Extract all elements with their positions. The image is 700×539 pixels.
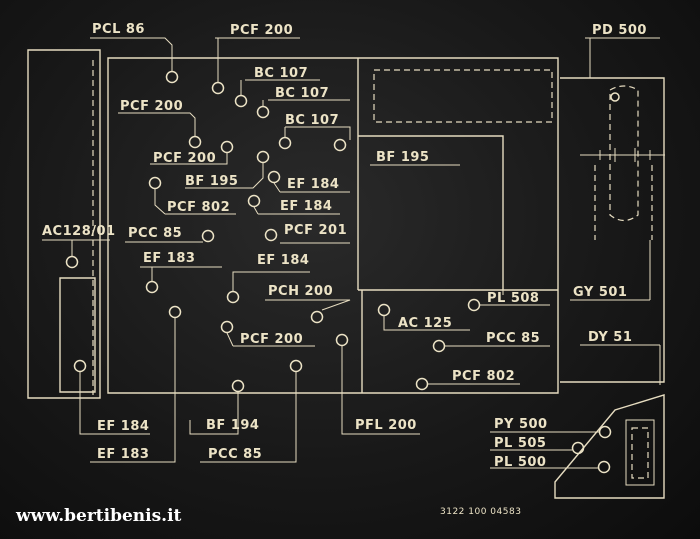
label-pl500: PL 500 (494, 455, 546, 470)
yoke-crossbar-2 (599, 148, 651, 162)
tube-sockets (65, 70, 620, 474)
socket-pcf200-top (211, 81, 225, 95)
label-pcf200-top: PCF 200 (230, 23, 293, 38)
label-pcf200-left: PCF 200 (120, 99, 183, 114)
label-pcf802-right: PCF 802 (452, 369, 515, 384)
website-watermark: www.bertibenis.it (16, 506, 182, 526)
socket-bc107-c (278, 136, 292, 150)
label-py500: PY 500 (494, 417, 548, 432)
label-ef184-b: EF 184 (280, 199, 332, 214)
socket-bc107-a (234, 94, 248, 108)
label-ef184-a: EF 184 (287, 177, 339, 192)
socket-ef183-bottom (168, 305, 182, 319)
tube-labels: PCL 86 PCF 200 PD 500 BC 107 BC 107 BC 1… (42, 22, 647, 517)
label-ac128: AC128/01 (42, 224, 116, 239)
socket-py500 (598, 425, 612, 439)
socket-bc107-b (256, 105, 270, 119)
socket-ef184-c (226, 290, 240, 304)
right-module-outline (560, 77, 665, 383)
label-pcf200-mid: PCF 200 (153, 151, 216, 166)
socket-pfl200 (335, 333, 349, 347)
socket-bc107-right (333, 138, 347, 152)
label-pcl86: PCL 86 (92, 22, 145, 37)
label-bf195-left: BF 195 (185, 174, 238, 189)
label-pfl200: PFL 200 (355, 418, 417, 433)
label-bc107-c: BC 107 (285, 113, 339, 128)
label-pl508: PL 508 (487, 291, 539, 306)
socket-pcf200-left (188, 135, 202, 149)
socket-ef184-b (247, 194, 261, 208)
label-bf195-right: BF 195 (376, 150, 429, 165)
socket-pcf201 (264, 228, 278, 242)
socket-pcf200-mid (220, 140, 234, 154)
socket-pch200 (310, 310, 324, 324)
label-pcc85-right: PCC 85 (486, 331, 540, 346)
label-bc107-a: BC 107 (254, 66, 308, 81)
label-ef184-bottom: EF 184 (97, 419, 149, 434)
label-pcf802-left: PCF 802 (167, 200, 230, 215)
left-lower-rect (59, 277, 96, 393)
label-ac125: AC 125 (398, 316, 452, 331)
dashed-tube-outline (609, 85, 639, 222)
socket-bf194 (231, 379, 245, 393)
flyback-module (554, 394, 665, 499)
flyback-inner-coil (625, 419, 655, 486)
socket-pcf802-right (415, 377, 429, 391)
label-ef184-c: EF 184 (257, 253, 309, 268)
leader-lines (42, 37, 661, 469)
main-board-outline (107, 57, 559, 394)
socket-pcf200-low (220, 320, 234, 334)
socket-pcc85 (201, 229, 215, 243)
socket-pcf802 (148, 176, 162, 190)
socket-ef183 (145, 280, 159, 294)
flyback-dashed-coil (631, 427, 649, 479)
socket-pcc85-right (432, 339, 446, 353)
socket-pl508 (467, 298, 481, 312)
label-pl505: PL 505 (494, 436, 546, 451)
label-pch200: PCH 200 (268, 284, 333, 299)
label-pcf200-low: PCF 200 (240, 332, 303, 347)
dashed-placeholder-box (373, 69, 553, 123)
socket-ef184-a (267, 170, 281, 184)
label-ef183-top: EF 183 (143, 251, 195, 266)
left-module-outline (27, 49, 101, 399)
yoke-dashed-vertical (594, 165, 653, 240)
socket-ac128 (65, 255, 79, 269)
socket-pd500 (610, 92, 620, 102)
label-part-number: 3122 100 04583 (440, 507, 521, 517)
bf195-subbox (358, 135, 504, 290)
label-pd500: PD 500 (592, 23, 647, 38)
label-pcc85-bottom: PCC 85 (208, 447, 262, 462)
label-gy501: GY 501 (573, 285, 627, 300)
socket-pcl86 (165, 70, 179, 84)
label-pcf201: PCF 201 (284, 223, 347, 238)
socket-bf195 (256, 150, 270, 164)
label-bf194: BF 194 (206, 418, 259, 433)
socket-pl500 (597, 460, 611, 474)
label-bc107-b: BC 107 (275, 86, 329, 101)
socket-pl505 (571, 441, 585, 455)
label-pcc85-left: PCC 85 (128, 226, 182, 241)
label-ef183-bottom: EF 183 (97, 447, 149, 462)
label-dy51: DY 51 (588, 330, 632, 345)
socket-ef184-bottom (73, 359, 87, 373)
socket-ac125 (377, 303, 391, 317)
socket-pcc85-bottom (289, 359, 303, 373)
